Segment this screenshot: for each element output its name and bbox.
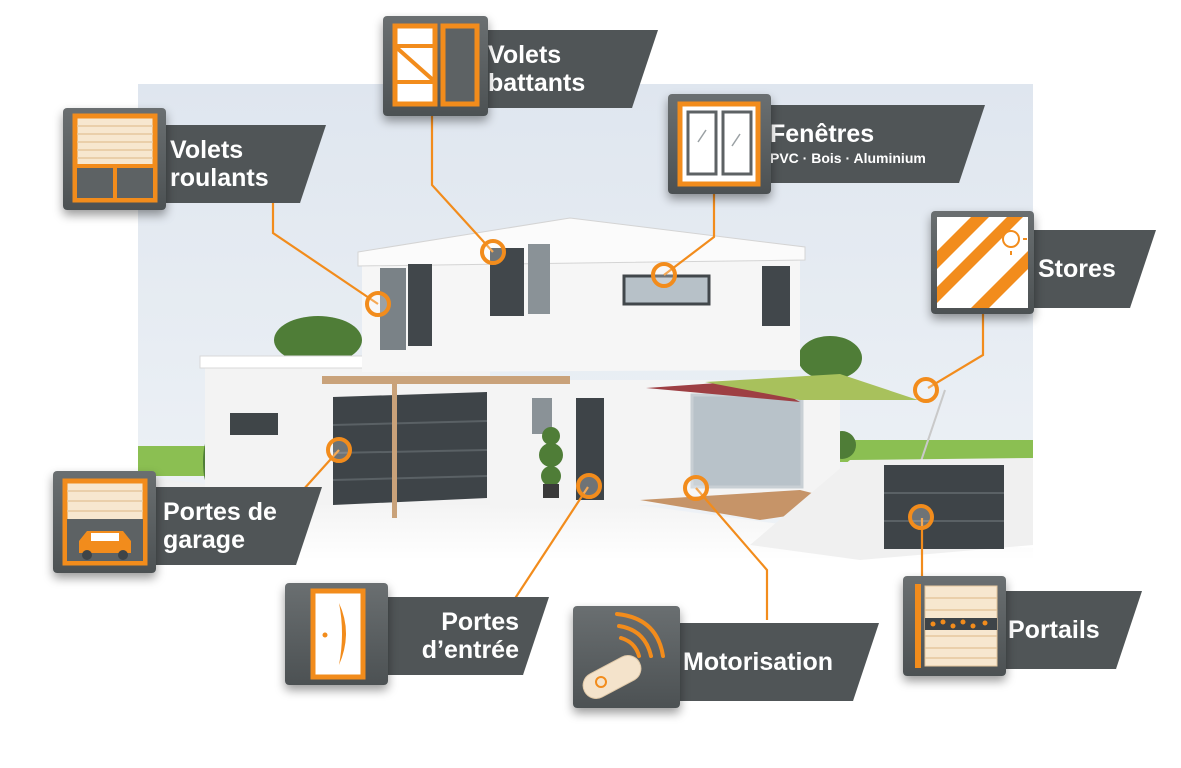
grass-right	[820, 440, 1033, 462]
garage-door	[333, 392, 487, 505]
roller-shutter-icon	[63, 108, 166, 210]
window-icon	[668, 94, 771, 194]
annex-window	[230, 413, 278, 435]
label-portes-entree[interactable]: Portes d’entrée	[370, 597, 549, 675]
garage-line-1	[332, 420, 488, 426]
hotspot-fenetres[interactable]	[651, 262, 677, 288]
topiary-mid	[539, 443, 563, 467]
leader-motorisation	[695, 487, 769, 620]
hotspot-motorisation[interactable]	[683, 475, 709, 501]
remote-control-icon	[573, 606, 680, 708]
hotspot-volets-battants[interactable]	[480, 239, 506, 265]
hedge-right	[798, 336, 862, 380]
hedge-left	[274, 316, 362, 364]
label-motorisation[interactable]: Motorisation	[665, 623, 879, 701]
leader-stores	[927, 313, 985, 389]
topiary-pot	[543, 484, 559, 498]
hotspots	[326, 239, 939, 530]
gate-icon	[903, 576, 1006, 676]
label-portes-entree-line2: d’entrée	[421, 636, 519, 664]
label-motorisation-line1: Motorisation	[683, 648, 833, 676]
label-volets-battants-line2: battants	[488, 69, 586, 97]
label-stores-line1: Stores	[1038, 255, 1116, 283]
shade-sail-green	[705, 374, 918, 400]
leader-volets-battants	[430, 114, 494, 253]
leader-fenetres	[663, 192, 716, 276]
hinged-shutter-icon	[383, 16, 488, 116]
gate	[884, 465, 1004, 549]
hotspot-portes-entree[interactable]	[576, 473, 602, 499]
front-door-icon	[285, 583, 388, 685]
label-stores[interactable]: Stores	[1020, 230, 1156, 308]
pergola-post	[392, 380, 397, 518]
hotspot-portails[interactable]	[908, 504, 934, 530]
label-portes-garage-line1: Portes de	[163, 498, 277, 526]
garage-car-icon	[53, 471, 156, 573]
label-portes-garage[interactable]: Portes de garage	[145, 487, 322, 565]
hotspot-volets-roulants[interactable]	[365, 291, 391, 317]
label-portes-garage-line2: garage	[163, 526, 245, 554]
label-fenetres-line1: Fenêtres	[770, 120, 875, 148]
leader-portes-garage	[302, 449, 340, 491]
topiary-low	[541, 466, 561, 486]
pergola-beam	[322, 376, 570, 384]
sail-pole	[917, 389, 946, 471]
garage-line-2	[332, 449, 488, 454]
label-portails-line1: Portails	[1008, 616, 1100, 644]
label-fenetres-line2: PVC · Bois · Aluminium	[770, 150, 926, 166]
label-volets-roulants[interactable]: Volets roulants	[152, 125, 326, 203]
topiary-top	[542, 427, 560, 445]
label-portails[interactable]: Portails	[990, 591, 1142, 669]
upper-window-2	[408, 264, 432, 346]
upper-window-right	[762, 266, 790, 326]
label-volets-battants[interactable]: Volets battants	[470, 30, 658, 108]
bay-window	[690, 393, 804, 489]
upper-window-1	[380, 268, 406, 350]
garage-line-3	[332, 475, 488, 481]
leader-volets-roulants	[271, 198, 379, 305]
label-volets-roulants-line1: Volets	[170, 136, 244, 164]
label-volets-battants-line1: Volets	[488, 41, 562, 69]
label-volets-roulants-line2: roulants	[170, 164, 269, 192]
side-window	[532, 398, 552, 434]
hotspot-portes-garage[interactable]	[326, 437, 352, 463]
awning-sun-icon	[931, 211, 1034, 314]
upper-window-4	[528, 244, 550, 314]
leader-lines	[271, 114, 985, 620]
upper-window-strip	[622, 274, 711, 306]
hotspot-stores[interactable]	[913, 377, 939, 403]
label-fenetres[interactable]: Fenêtres PVC · Bois · Aluminium	[752, 105, 985, 183]
upper-window-3	[490, 248, 524, 316]
label-portes-entree-line1: Portes	[441, 608, 519, 636]
leader-portes-entree	[513, 486, 589, 601]
